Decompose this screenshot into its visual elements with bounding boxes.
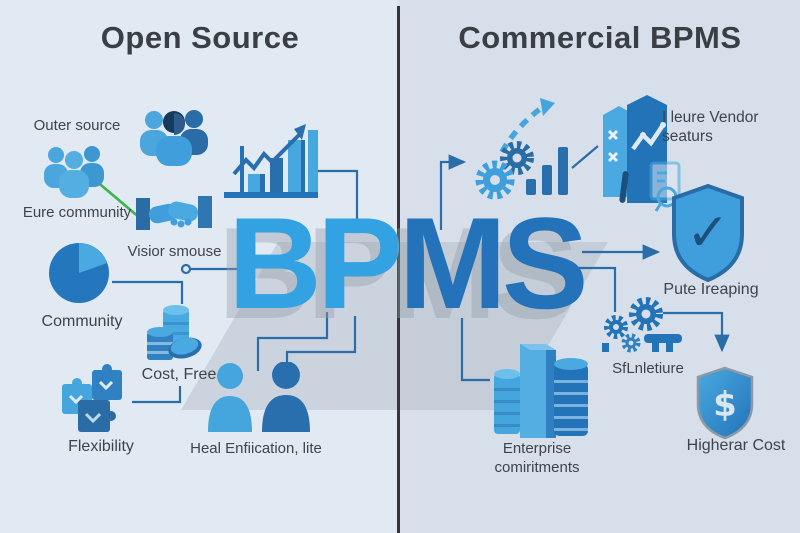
dollar-shield-icon: $ [694, 366, 756, 440]
check-icon: ✓ [686, 203, 730, 263]
higherar-cost-label: Higherar Cost [686, 437, 786, 454]
sflnletiure-label: SfLnletiure [612, 360, 684, 377]
gears-key-icon [600, 294, 684, 364]
bpms-bp: BP [228, 190, 404, 336]
visior-smouse-label: Visior smouse [127, 243, 222, 260]
eure-community-label: Eure community [22, 204, 132, 221]
people-group-large-icon [138, 104, 210, 168]
commercial-panel [398, 0, 800, 533]
shield-check-icon: ✓ [668, 184, 748, 282]
pie-chart-icon [47, 241, 111, 305]
coins-icon [141, 298, 205, 366]
enterprise-label-line1: Enterprise [502, 440, 572, 457]
right-panel-title: Commercial BPMS [458, 20, 742, 55]
ascending-bars-icon [526, 143, 574, 195]
people-group-small-icon [40, 138, 110, 202]
outer-source-label: Outer source [33, 117, 121, 134]
enterprise-label: Enterprise comiritments [472, 440, 602, 478]
two-persons-icon [203, 362, 313, 432]
vendor-label-line1: I leure Vendor [662, 109, 759, 126]
vendor-label: I leure Vendor seaturs [662, 108, 787, 147]
left-panel-title: Open Source [100, 20, 300, 55]
community-label: Community [41, 313, 123, 330]
growth-chart-icon [220, 116, 320, 202]
divider-line [397, 6, 400, 533]
handshake-icon [136, 188, 212, 238]
enterprise-label-line2: comiritments [494, 458, 580, 476]
vendor-label-line2: seaturs [662, 128, 713, 146]
gears-icon [475, 136, 535, 202]
heal-enfiication-label: Heal Enfiication, lite [190, 440, 322, 457]
bpms-ms: MS [398, 190, 589, 336]
flexibility-label: Flexibility [68, 438, 134, 455]
pute-ireaping-label: Pute Ireaping [663, 281, 759, 298]
dollar-icon: $ [713, 385, 737, 425]
cost-free-label: Cost, Free [141, 366, 217, 383]
puzzle-icon [56, 356, 132, 434]
bpms-wordmark: BPMS [228, 198, 589, 328]
database-icon [486, 338, 596, 446]
